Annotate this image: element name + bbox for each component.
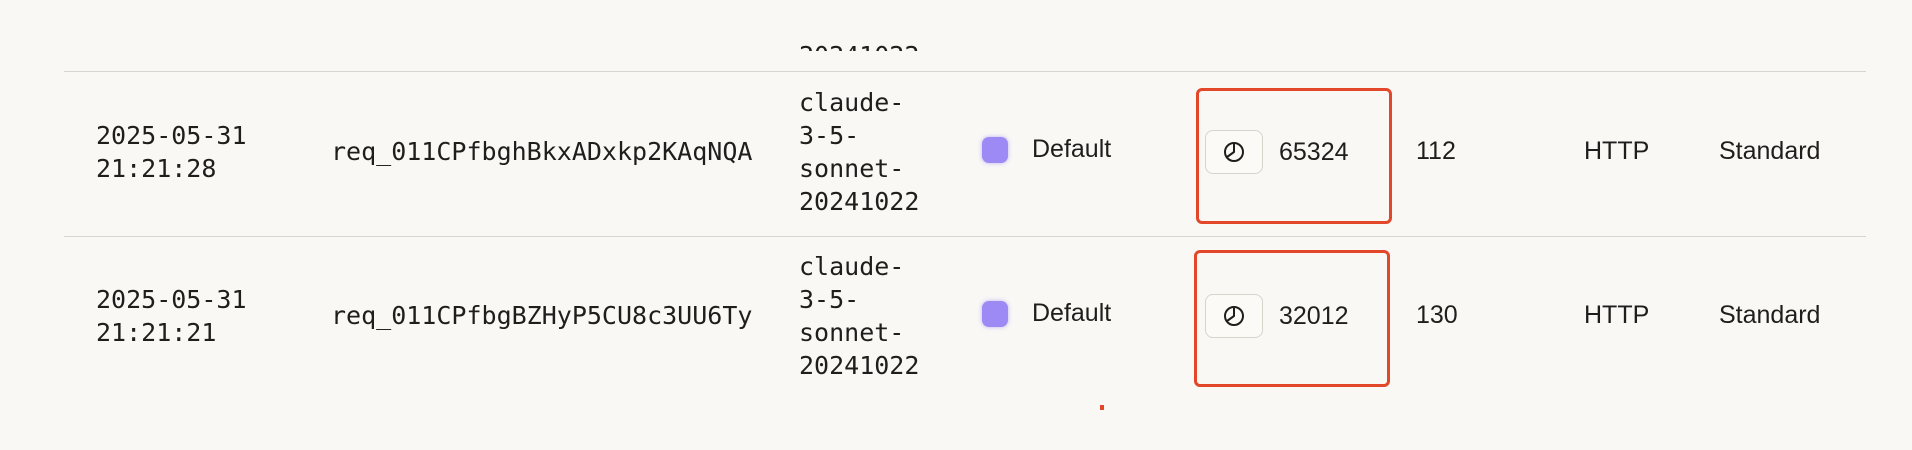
row-divider xyxy=(64,71,1866,72)
annotation-mark xyxy=(1100,405,1104,410)
requests-table: 20241022 2025-05-31 21:21:28 req_011CPfb… xyxy=(64,0,1866,450)
model-cell: claude- 3-5- sonnet- 20241022 xyxy=(799,88,920,216)
workspace-label: Default xyxy=(1032,135,1112,163)
table-row[interactable]: 2025-05-31 21:21:28 req_011CPfbghBkxADxk… xyxy=(64,71,1866,236)
service-tier-cell: Standard xyxy=(1719,137,1821,165)
output-tokens-cell: 130 xyxy=(1416,301,1458,329)
input-tokens-value: 32012 xyxy=(1279,301,1349,330)
timestamp-cell: 2025-05-31 21:21:21 xyxy=(96,285,247,347)
request-id-cell: req_011CPfbghBkxADxkp2KAqNQA xyxy=(331,137,753,166)
workspace-cell: Default xyxy=(982,133,1111,166)
row-divider xyxy=(64,236,1866,237)
input-tokens-cell: 65324 xyxy=(1205,130,1349,174)
workspace-cell: Default xyxy=(982,297,1111,330)
model-cell-clipped: 20241022 xyxy=(799,18,949,51)
request-id-cell: req_011CPfbgBZHyP5CU8c3UU6Ty xyxy=(331,301,753,330)
model-cell: claude- 3-5- sonnet- 20241022 xyxy=(799,252,920,380)
table-row[interactable]: 2025-05-31 21:21:21 req_011CPfbgBZHyP5CU… xyxy=(64,236,1866,401)
table-row: 20241022 xyxy=(64,0,1866,71)
workspace-color-dot xyxy=(982,136,1008,163)
workspace-label: Default xyxy=(1032,299,1112,327)
workspace-color-dot xyxy=(982,300,1008,327)
output-tokens-cell: 112 xyxy=(1416,137,1456,165)
input-tokens-value: 65324 xyxy=(1279,137,1349,166)
timestamp-cell: 2025-05-31 21:21:28 xyxy=(96,121,247,183)
input-tokens-cell: 32012 xyxy=(1205,294,1349,338)
highlight-box xyxy=(1196,88,1392,224)
token-breakdown-button[interactable] xyxy=(1205,294,1263,338)
service-tier-cell: Standard xyxy=(1719,301,1821,329)
pie-chart-icon xyxy=(1224,142,1244,162)
pie-chart-icon xyxy=(1224,306,1244,326)
protocol-cell: HTTP xyxy=(1584,301,1650,329)
protocol-cell: HTTP xyxy=(1584,137,1650,165)
token-breakdown-button[interactable] xyxy=(1205,130,1263,174)
highlight-box xyxy=(1194,250,1390,387)
